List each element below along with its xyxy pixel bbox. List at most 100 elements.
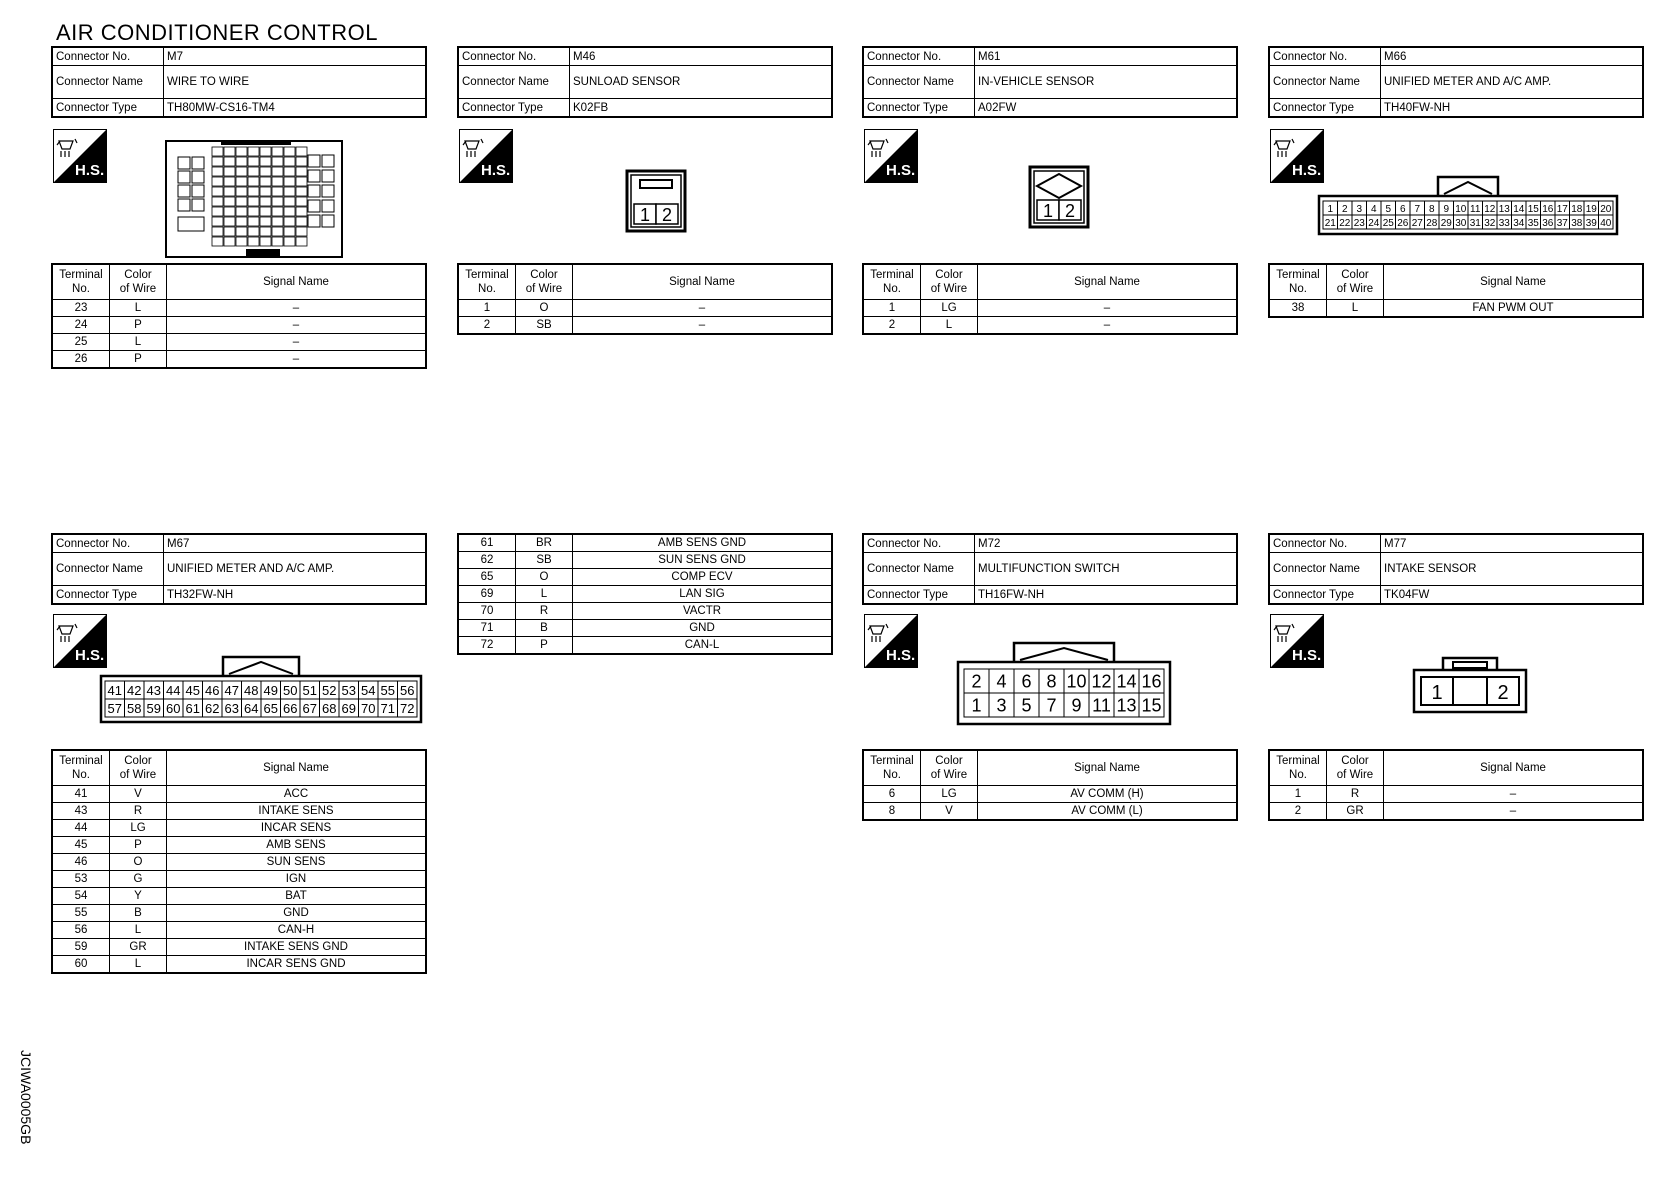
terminal-no: 56 [51, 921, 110, 939]
connector-no-row: Connector No.M72 [862, 533, 1238, 553]
terminal-no: 43 [51, 802, 110, 820]
connector-name-value: SUNLOAD SENSOR [569, 65, 833, 99]
pin-number: 1 [971, 696, 981, 716]
pin-number: 14 [1116, 672, 1136, 692]
pin-number: 28 [1426, 218, 1438, 229]
wire-color: R [1326, 785, 1384, 803]
pin-cavity [247, 206, 260, 217]
wire-color: O [515, 568, 573, 586]
pin-cavity [259, 166, 272, 177]
pin-number: 50 [283, 683, 297, 698]
svg-text:H.S.: H.S. [886, 162, 915, 179]
pin-number: 57 [108, 701, 122, 716]
pin-number: 52 [322, 683, 336, 698]
pin-cavity [211, 176, 224, 187]
connector-key [221, 141, 291, 145]
signal-name: – [1383, 785, 1644, 803]
pin-cavity [235, 176, 248, 187]
pin-number: 1 [1043, 201, 1053, 221]
pin-number: 2 [1342, 204, 1348, 215]
pin-cavity [177, 216, 205, 232]
signal-name: CAN-L [572, 636, 833, 655]
connector-type-label: Connector Type [1268, 585, 1381, 605]
terminal-no: 55 [51, 904, 110, 922]
pin-cavity [247, 176, 260, 187]
pin-number: 13 [1499, 204, 1511, 215]
pin-cavity [247, 196, 260, 207]
pin-number: 2 [662, 205, 672, 225]
pin-cavity [223, 176, 236, 187]
pin-number: 39 [1586, 218, 1598, 229]
terminal-no: 2 [1268, 802, 1327, 821]
connector-no-label: Connector No. [51, 46, 164, 66]
signal-name: ACC [166, 785, 427, 803]
pin-cavity [271, 236, 284, 247]
pin-number: 51 [303, 683, 317, 698]
wire-color: SB [515, 551, 573, 569]
pin-number: 16 [1542, 204, 1554, 215]
pin-number: 12 [1091, 672, 1111, 692]
connector-no-label: Connector No. [457, 46, 570, 66]
pin-number: 1 [1431, 682, 1442, 704]
wire-color: L [109, 299, 167, 317]
pin-cavity [247, 186, 260, 197]
pin-cavity [211, 146, 224, 157]
terminal-no: 62 [457, 551, 516, 569]
signal-name-header: Signal Name [166, 263, 427, 300]
wire-color: B [515, 619, 573, 637]
pin-number: 43 [147, 683, 161, 698]
pin-cavity [177, 170, 191, 184]
pin-cavity [223, 236, 236, 247]
pin-cavity [283, 206, 296, 217]
wire-color: GR [1326, 802, 1384, 821]
signal-name: – [572, 316, 833, 335]
pin-number: 3 [1356, 204, 1362, 215]
pin-cavity [177, 184, 191, 198]
terminal-no: 23 [51, 299, 110, 317]
connector-type-label: Connector Type [862, 585, 975, 605]
pin-cell [1138, 668, 1165, 694]
terminal-no: 61 [457, 533, 516, 552]
pin-number: 30 [1455, 218, 1467, 229]
pin-number: 55 [381, 683, 395, 698]
pin-cavity [223, 226, 236, 237]
pin-cavity [321, 169, 335, 183]
connector-key [1034, 172, 1084, 200]
pin-cavity [235, 146, 248, 157]
harness-side-icon: H.S. [1270, 129, 1324, 183]
pin-cavity [271, 206, 284, 217]
wire-color: V [109, 785, 167, 803]
signal-name: AV COMM (H) [977, 785, 1238, 803]
wire-color: L [920, 316, 978, 335]
page-title: AIR CONDITIONER CONTROL [56, 20, 378, 45]
pin-cavity [211, 236, 224, 247]
signal-name-header: Signal Name [166, 749, 427, 786]
terminal-no: 1 [1268, 785, 1327, 803]
signal-name: INCAR SENS [166, 819, 427, 837]
signal-name: – [977, 299, 1238, 317]
terminal-no: 24 [51, 316, 110, 334]
connector-type-label: Connector Type [457, 98, 570, 118]
terminal-no: 41 [51, 785, 110, 803]
hs-icon: H.S. [53, 614, 107, 668]
connector-type-value: TH40FW-NH [1380, 98, 1644, 118]
pin-cavity [283, 156, 296, 167]
signal-name: BAT [166, 887, 427, 905]
pin-cavity [295, 226, 308, 237]
